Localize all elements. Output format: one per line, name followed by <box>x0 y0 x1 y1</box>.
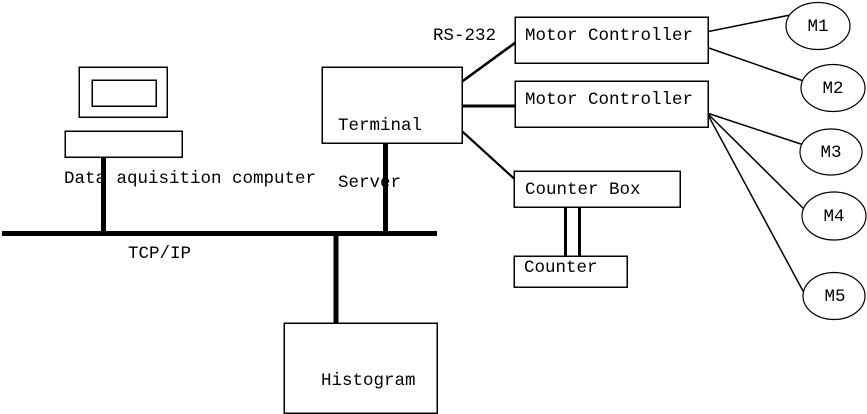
motor-m2-label: M2 <box>822 78 844 99</box>
link-motor-controller-2-to-m5 <box>706 112 811 305</box>
motor-m1-label: M1 <box>807 16 829 37</box>
motor-m4-node <box>801 191 867 241</box>
motor-m5-label: M5 <box>824 286 846 307</box>
terminal-server-label: Terminal Server <box>338 79 422 231</box>
link-motor-controller-1-to-m1 <box>705 12 801 33</box>
motor-m2-node <box>800 63 866 113</box>
computer-keyboard-icon <box>64 130 183 158</box>
motor-m5-node <box>802 271 866 321</box>
motor-controller-2-label: Motor Controller <box>525 90 694 110</box>
motor-controller-1-node <box>514 16 709 64</box>
counter-node <box>513 255 628 288</box>
motor-m3-node <box>799 128 863 176</box>
tcpip-label: TCP/IP <box>128 244 192 264</box>
connector-lines <box>2 12 816 326</box>
motor-m3-label: M3 <box>820 142 842 163</box>
motor-m4-label: M4 <box>823 206 845 227</box>
counter-box-label: Counter Box <box>525 180 641 200</box>
computer-screen-icon <box>91 79 157 107</box>
histogram-memory-node <box>283 322 438 414</box>
link-terminal-server-to-motor-controller-1 <box>457 37 522 86</box>
motor-controller-1-label: Motor Controller <box>525 26 694 46</box>
diagram-nodes <box>64 1 867 414</box>
motor-controller-2-node <box>514 80 709 128</box>
histogram-memory-label: Histogram Memory <box>321 336 416 414</box>
histogram-memory-label-line1: Histogram <box>321 371 416 391</box>
counter-label: Counter <box>524 258 598 278</box>
link-terminal-server-to-counter-box <box>457 126 521 185</box>
link-motor-controller-2-to-m3 <box>706 112 814 149</box>
terminal-server-label-line1: Terminal <box>338 116 423 136</box>
link-motor-controller-1-to-m2 <box>705 46 816 86</box>
terminal-server-label-line2: Server <box>338 173 402 193</box>
motor-m1-node <box>785 1 851 51</box>
rs232-label: RS-232 <box>433 26 497 46</box>
terminal-server-node <box>321 66 463 144</box>
link-motor-controller-2-to-m4 <box>706 112 813 218</box>
counter-box-node <box>513 170 681 208</box>
computer-label: Data aquisition computer <box>64 169 317 189</box>
